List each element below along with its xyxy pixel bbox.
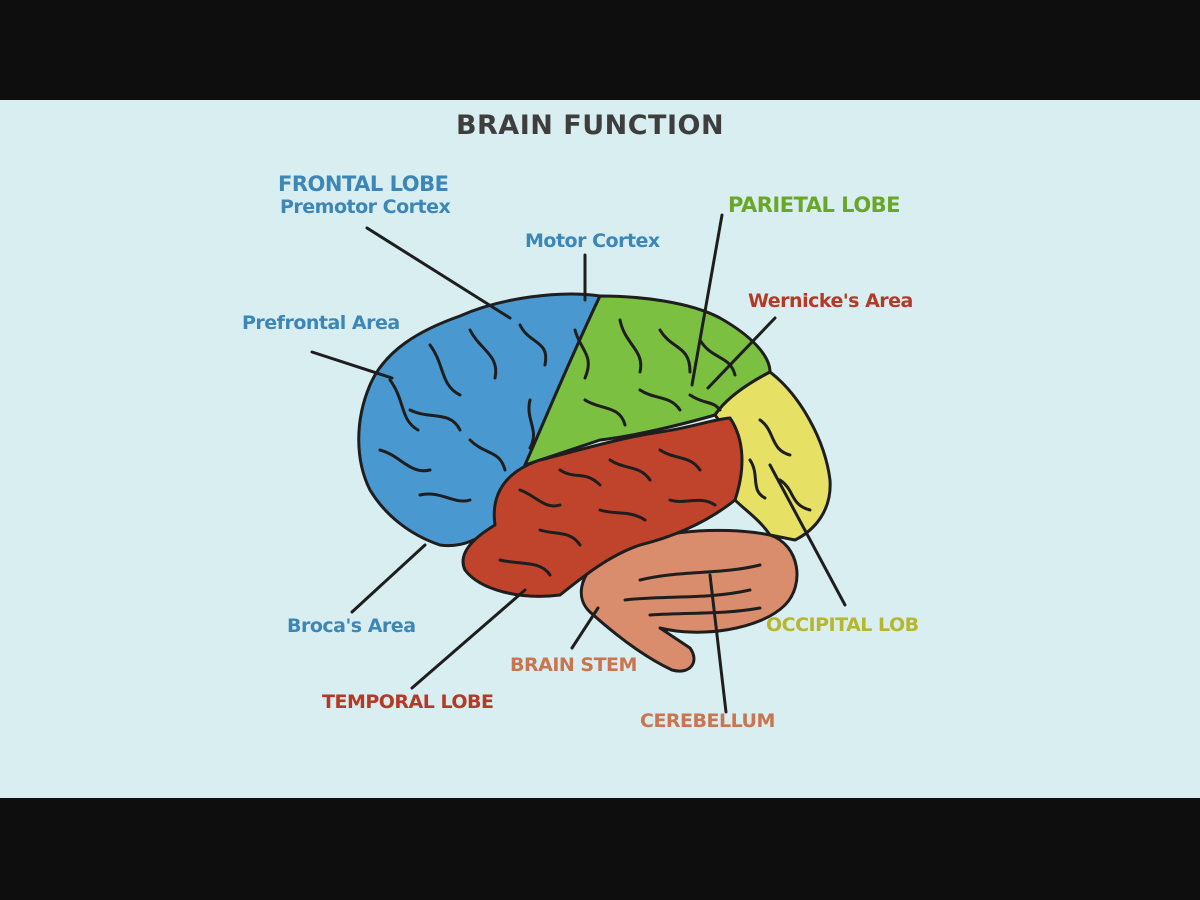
temporal-lobe-region [461,416,744,598]
label-motor-cortex: Motor Cortex [525,230,660,252]
letterbox-top [0,0,1200,100]
label-frontal-lobe: FRONTAL LOBE [278,172,449,196]
label-brocas-area: Broca's Area [287,615,416,637]
label-brain-stem: BRAIN STEM [510,654,637,676]
diagram-title: BRAIN FUNCTION [455,110,725,141]
parietal-lobe-region [523,294,772,467]
label-prefrontal-area: Prefrontal Area [242,312,400,334]
label-occipital-lobe: OCCIPITAL LOB [766,614,919,636]
label-premotor-cortex: Premotor Cortex [280,196,451,218]
label-cerebellum: CEREBELLUM [640,710,775,732]
label-temporal-lobe: TEMPORAL LOBE [322,691,494,713]
label-parietal-lobe: PARIETAL LOBE [728,193,901,217]
cerebellum-region [579,528,799,673]
letterbox-bottom [0,798,1200,900]
occipital-lobe-region [713,370,832,542]
label-wernickes-area: Wernicke's Area [748,290,913,312]
